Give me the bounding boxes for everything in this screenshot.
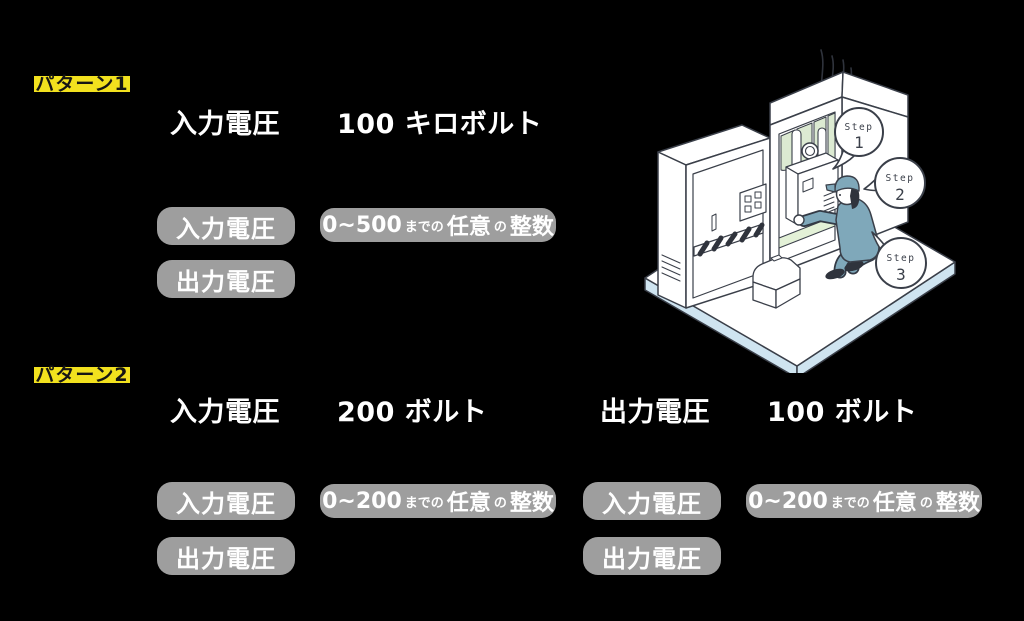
shoe <box>844 260 864 272</box>
pattern1-input-pill-label: 入力電圧 <box>176 214 276 243</box>
pattern1-header-value: 100 キロボルト <box>337 109 543 140</box>
step1-number: 1 <box>854 133 864 152</box>
step-bubble-1 <box>832 107 884 170</box>
hazard-stripe-band <box>693 222 765 257</box>
pattern2-left-output-pill-label: 出力電圧 <box>176 544 276 573</box>
range-particle: の <box>919 495 933 511</box>
shoe <box>825 268 845 280</box>
range-number: 0~200 <box>748 488 828 514</box>
range-particle: の <box>493 495 507 511</box>
pattern2-left-range-pill: 0~200 までの 任意 の 整数 <box>320 484 556 518</box>
range-word2: 整数 <box>509 215 554 240</box>
range-particle: の <box>493 219 507 235</box>
step1-word: Step <box>845 122 874 133</box>
pattern2-left-header-label: 入力電圧 <box>170 397 280 428</box>
pattern2-right-input-pill: 入力電圧 <box>583 482 721 520</box>
step3-word: Step <box>887 253 916 264</box>
pattern1-input-pill: 入力電圧 <box>157 207 295 245</box>
pattern2-right-output-pill-label: 出力電圧 <box>602 544 702 573</box>
eye <box>839 194 841 196</box>
pattern2-left-output-pill: 出力電圧 <box>157 537 295 575</box>
pattern2-tag-label: パターン2 <box>35 364 129 386</box>
pattern1-range-pill: 0~500 までの 任意 の 整数 <box>320 208 556 242</box>
open-cabinet <box>769 71 909 277</box>
range-suffix: までの <box>830 495 870 511</box>
pattern2-right-input-pill-label: 入力電圧 <box>602 489 702 518</box>
inner-equipment-box <box>785 152 839 226</box>
hair <box>850 185 860 209</box>
pattern2-left-input-pill: 入力電圧 <box>157 482 295 520</box>
pattern1-header-label: 入力電圧 <box>170 109 280 140</box>
range-word2: 整数 <box>509 491 554 516</box>
range-suffix: までの <box>404 219 444 235</box>
pattern2-left-header-value: 200 ボルト <box>337 397 488 428</box>
pattern2-left-input-pill-label: 入力電圧 <box>176 489 276 518</box>
range-number: 0~500 <box>322 212 402 238</box>
step2-word: Step <box>886 173 915 184</box>
pattern2-right-header-label: 出力電圧 <box>600 397 710 428</box>
vent-lines <box>661 254 681 282</box>
step-bubble-2 <box>863 157 926 209</box>
pattern1-tag-label: パターン1 <box>35 73 129 95</box>
step3-number: 3 <box>896 265 906 284</box>
step-bubble-3 <box>871 231 927 289</box>
cap-brim <box>825 183 836 193</box>
range-word1: 任意 <box>446 491 491 516</box>
range-number: 0~200 <box>322 488 402 514</box>
pattern1-output-pill: 出力電圧 <box>157 260 295 298</box>
step2-number: 2 <box>895 185 905 204</box>
toolbox-handle <box>770 254 783 262</box>
slotted-panel <box>823 191 835 212</box>
pattern2-right-header-value: 100 ボルト <box>767 397 918 428</box>
range-suffix: までの <box>404 495 444 511</box>
worker <box>793 175 880 280</box>
pattern2-tag: パターン2 <box>34 364 130 386</box>
hand <box>793 214 805 226</box>
pattern1-tag: パターン1 <box>34 73 130 95</box>
toolbox <box>752 254 801 309</box>
range-word1: 任意 <box>872 491 917 516</box>
closed-cabinet <box>657 124 771 309</box>
pattern2-right-output-pill: 出力電圧 <box>583 537 721 575</box>
range-word2: 整数 <box>935 491 980 516</box>
technician-cabinet-illustration: Step 1 Step 2 Step 3 <box>644 49 956 373</box>
cap <box>834 175 860 193</box>
pattern1-output-pill-label: 出力電圧 <box>176 267 276 296</box>
pattern2-right-range-pill: 0~200 までの 任意 の 整数 <box>746 484 982 518</box>
range-word1: 任意 <box>446 215 491 240</box>
